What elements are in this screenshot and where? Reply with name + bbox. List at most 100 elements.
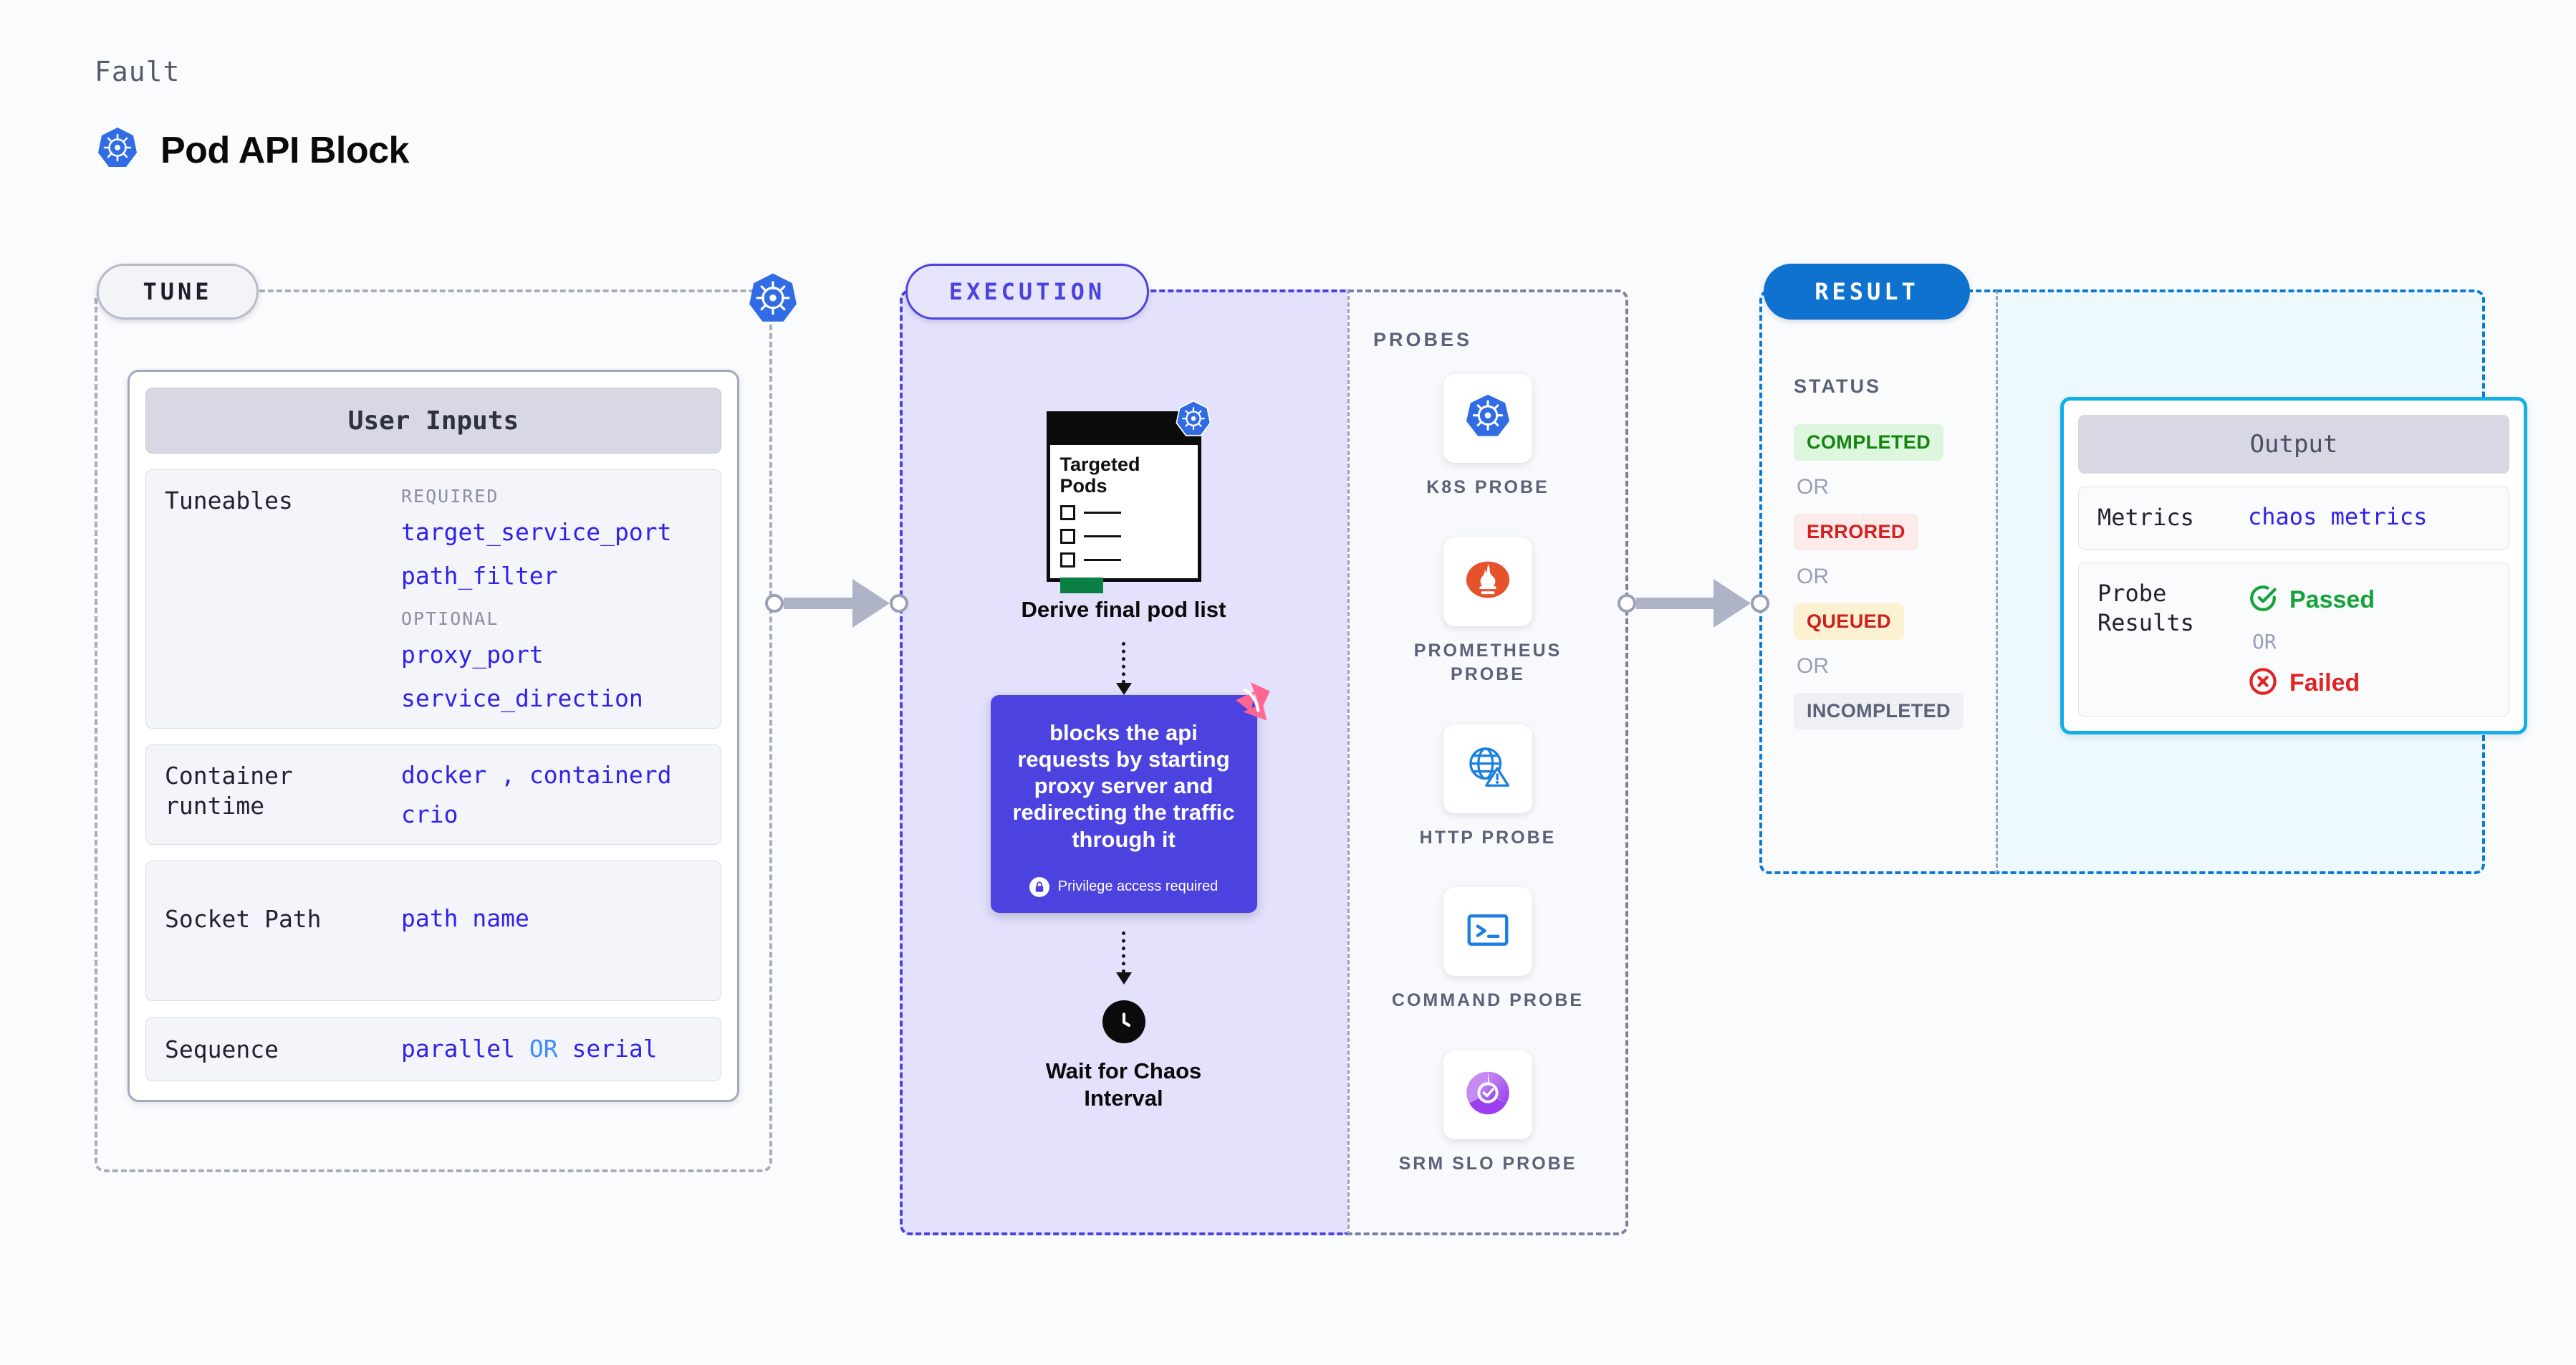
execution-stage-label: EXECUTION — [905, 264, 1149, 320]
pod-status-bar — [1059, 578, 1103, 594]
socket-path-value-wrap: path name — [401, 877, 702, 932]
tuneables-row: Tuneables REQUIRED target_service_port p… — [145, 469, 721, 729]
sequence-serial: serial — [572, 1035, 658, 1063]
result-column: STATUS COMPLETED OR ERRORED OR QUEUED OR… — [1759, 289, 1996, 874]
status-badge-completed: COMPLETED — [1794, 424, 1944, 461]
probe-label: COMMAND PROBE — [1391, 990, 1585, 1010]
optional-tag: OPTIONAL — [401, 608, 499, 629]
metrics-label: Metrics — [2097, 504, 2194, 531]
container-runtime-values: docker , containerd crio — [401, 761, 702, 828]
probe-tile — [1443, 537, 1532, 626]
pod-checkbox-row — [1059, 552, 1198, 568]
output-title: Output — [2078, 415, 2509, 474]
output-card: Output Metrics chaos metrics Probe Resul… — [2060, 397, 2527, 734]
sequence-parallel: parallel — [401, 1035, 515, 1063]
status-badge-incompleted: INCOMPLETED — [1794, 693, 1964, 729]
clock-icon — [1102, 1000, 1145, 1043]
pod-checkbox-row — [1059, 529, 1198, 545]
tune-stage-label: TUNE — [97, 264, 259, 320]
socket-path-label: Socket Path — [165, 905, 322, 933]
sequence-or: OR — [529, 1035, 558, 1063]
metrics-row: Metrics chaos metrics — [2078, 487, 2509, 550]
kubernetes-icon — [95, 125, 140, 175]
user-inputs-card: User Inputs Tuneables REQUIRED target_se… — [128, 370, 739, 1103]
probe-item-command[interactable]: COMMAND PROBE — [1388, 887, 1588, 1013]
connector-dot-end — [890, 594, 908, 613]
tuneable-proxy-port[interactable]: proxy_port — [401, 641, 544, 669]
result-stage-label: RESULT — [1764, 264, 1970, 320]
probe-label: PROMETHEUS PROBE — [1413, 640, 1562, 685]
status-or-separator: OR — [1797, 475, 1829, 499]
privilege-access-note: Privilege access required — [1011, 876, 1237, 897]
status-or-separator: OR — [1797, 565, 1829, 588]
action-description-text: blocks the api requests by starting prox… — [1012, 719, 1235, 852]
fault-title-row: Pod API Block — [95, 125, 409, 175]
action-description-card: blocks the api requests by starting prox… — [990, 682, 1270, 913]
sequence-label: Sequence — [165, 1035, 279, 1063]
connector-execution-to-result — [1618, 575, 1769, 632]
privilege-access-text: Privilege access required — [1057, 878, 1219, 895]
lock-icon — [1029, 876, 1049, 897]
result-stage-panel — [1759, 289, 1996, 874]
targeted-pods-title: Targeted Pods — [1059, 454, 1140, 497]
metrics-value: chaos metrics — [2248, 503, 2428, 530]
globe-warning-icon — [1463, 742, 1513, 795]
tuneable-target-service-port[interactable]: target_service_port — [401, 518, 672, 546]
connector-arrowhead — [852, 579, 890, 628]
status-or-separator: OR — [1797, 654, 1829, 678]
socket-path-value: path name — [401, 904, 529, 932]
probe-item-prometheus[interactable]: PROMETHEUS PROBE — [1388, 537, 1588, 687]
connector-dot-start — [1618, 594, 1636, 613]
x-circle-icon — [2248, 666, 2278, 700]
connector-arrowhead — [1714, 579, 1751, 628]
probes-column: PROBES — [1347, 289, 1628, 1235]
required-tag: REQUIRED — [401, 486, 499, 507]
wait-for-chaos-caption: Wait for Chaos Interval — [1045, 1058, 1202, 1111]
sequence-values: parallel OR serial — [401, 1033, 702, 1063]
connector-dot-start — [765, 594, 784, 613]
probe-tile — [1443, 374, 1532, 463]
user-inputs-title: User Inputs — [145, 388, 721, 454]
kubernetes-icon — [745, 271, 801, 327]
probe-result-failed: Failed — [2248, 666, 2375, 700]
card-topbar — [1049, 415, 1198, 445]
failed-label: Failed — [2289, 669, 2360, 696]
slo-donut-icon — [1462, 1067, 1514, 1122]
status-title: STATUS — [1794, 375, 1881, 397]
tune-stage-panel — [95, 289, 772, 1172]
probe-item-srm-slo[interactable]: SRM SLO PROBE — [1388, 1050, 1588, 1177]
execution-flow: Targeted Pods Der — [900, 289, 1347, 1235]
output-column: Output Metrics chaos metrics Probe Resul… — [1996, 289, 2527, 874]
probe-label: SRM SLO PROBE — [1398, 1153, 1577, 1174]
connector-tune-to-execution — [765, 575, 908, 632]
status-badge-queued: QUEUED — [1794, 603, 1904, 640]
tuneable-service-direction[interactable]: service_direction — [401, 684, 643, 712]
probes-list: K8S PROBE PROMETHEUS PROBE — [1347, 374, 1628, 1176]
sequence-row: Sequence parallel OR serial — [145, 1017, 721, 1082]
tuneables-label: Tuneables — [165, 487, 293, 514]
targeted-pods-card: Targeted Pods — [1046, 400, 1211, 594]
flow-arrow-down — [1115, 641, 1132, 695]
probe-result-or: OR — [2252, 629, 2277, 653]
litmus-logo-icon — [1229, 678, 1276, 725]
probe-item-k8s[interactable]: K8S PROBE — [1388, 374, 1588, 500]
connector-bar — [1636, 598, 1715, 609]
tuneable-path-filter[interactable]: path_filter — [401, 562, 558, 590]
runtime-separator: , — [501, 761, 515, 789]
kubernetes-icon — [1173, 399, 1213, 439]
tuneables-values: REQUIRED target_service_port path_filter… — [401, 486, 702, 712]
socket-path-row: Socket Path path name — [145, 861, 721, 1001]
probe-results-values: Passed OR Failed — [2248, 579, 2375, 700]
probe-label: HTTP PROBE — [1419, 827, 1557, 848]
connector-dot-end — [1751, 594, 1769, 613]
pod-checkbox-row — [1059, 505, 1198, 521]
check-circle-icon — [2248, 583, 2278, 617]
probe-results-label: Probe Results — [2097, 579, 2194, 637]
fault-eyebrow: Fault — [95, 56, 181, 87]
terminal-icon — [1463, 905, 1513, 959]
probe-label: K8S PROBE — [1426, 477, 1549, 497]
probe-results-row: Probe Results Passed OR — [2078, 562, 2509, 717]
probe-item-http[interactable]: HTTP PROBE — [1388, 724, 1588, 851]
page-title: Pod API Block — [160, 129, 409, 171]
